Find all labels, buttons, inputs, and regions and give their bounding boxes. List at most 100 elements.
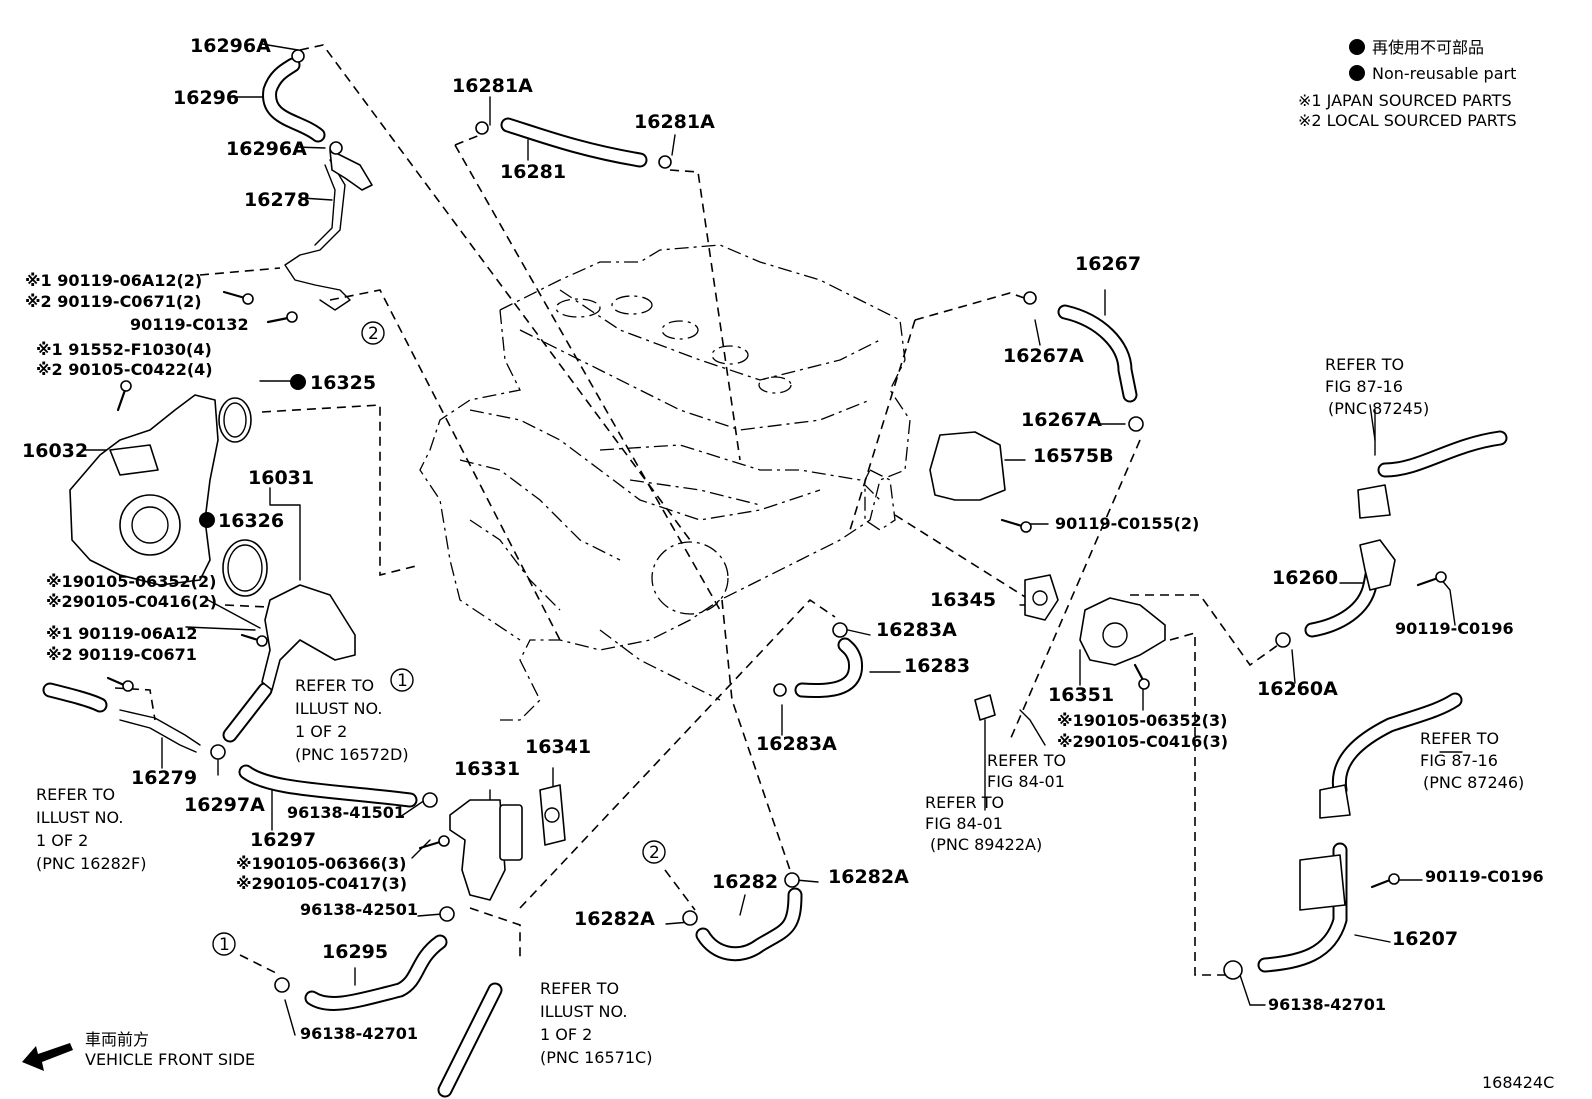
figure-code: 168424C <box>1482 1073 1554 1092</box>
part-label: 16260A <box>1257 678 1338 700</box>
legend-local-sourced: ※2 LOCAL SOURCED PARTS <box>1298 111 1517 130</box>
part-label: 16281A <box>452 75 533 97</box>
refer-line: (PNC 89422A) <box>930 835 1042 854</box>
part-label: 16282A <box>574 908 655 930</box>
part-label: ※1 91552-F1030(4) <box>36 340 212 359</box>
connector-lines <box>114 44 1286 976</box>
refer-line: (PNC 16572D) <box>295 745 409 764</box>
legend-japan-sourced: ※1 JAPAN SOURCED PARTS <box>1298 91 1512 110</box>
refer-line: REFER TO <box>295 676 374 695</box>
part-label: 96138-42701 <box>300 1024 418 1043</box>
refer-line: ILLUST NO. <box>36 808 123 827</box>
refer-line: (PNC 16571C) <box>540 1048 652 1067</box>
part-label: ※2 90105-C0422(4) <box>36 360 213 379</box>
part-label: 16267A <box>1021 409 1102 431</box>
engine-block-outline <box>419 244 911 721</box>
bolt-icon <box>116 380 132 412</box>
bolt-icon <box>1133 663 1150 690</box>
part-label: 16296A <box>190 35 271 57</box>
part-label: ※2 90119-C0671(2) <box>25 292 202 311</box>
bolt-icon <box>418 835 450 850</box>
part-label: ※290105-C0416(3) <box>1057 732 1228 751</box>
part-label: 90119-C0196 <box>1425 867 1544 886</box>
refer-line: 1 OF 2 <box>295 722 347 741</box>
part-label: 16279 <box>131 767 197 789</box>
part-label: ※1 90119-06A12 <box>46 624 197 643</box>
part-label: ※190105-06366(3) <box>236 854 406 873</box>
refer-line: 1 OF 2 <box>540 1025 592 1044</box>
refer-notes: REFER TO ILLUST NO. 1 OF 2 (PNC 16572D) … <box>36 355 1524 1067</box>
part-label: ※190105-06352(3) <box>1057 711 1227 730</box>
part-label: 16295 <box>322 941 388 963</box>
part-labels: 16296A 16296 16296A 16278 ※1 90119-06A12… <box>22 35 1544 1043</box>
refer-line: ILLUST NO. <box>295 699 382 718</box>
part-label: 16281A <box>634 111 715 133</box>
marker-2: 2 <box>649 843 660 863</box>
refer-line: REFER TO <box>1420 729 1499 748</box>
marker-1: 1 <box>219 935 230 955</box>
part-label: 16297 <box>250 829 316 851</box>
front-side-en: VEHICLE FRONT SIDE <box>85 1050 255 1069</box>
refer-line: REFER TO <box>540 979 619 998</box>
arrow-left-icon <box>22 1043 73 1071</box>
part-label: 90119-C0132 <box>130 315 249 334</box>
front-side-jp: 車両前方 <box>85 1030 149 1049</box>
part-label: 16297A <box>184 794 265 816</box>
non-reusable-dot-icon <box>290 374 306 390</box>
part-label: 16031 <box>248 467 314 489</box>
refer-line: FIG 87-16 <box>1325 377 1403 396</box>
part-label: 16267A <box>1003 345 1084 367</box>
part-label: 16351 <box>1048 684 1114 706</box>
part-label: ※2 90119-C0671 <box>46 645 197 664</box>
part-label: 16325 <box>310 372 376 394</box>
refer-line: REFER TO <box>1325 355 1404 374</box>
marker-2: 2 <box>368 324 379 344</box>
legend-non-reusable-jp: 再使用不可部品 <box>1372 38 1484 57</box>
part-label: ※190105-06352(2) <box>46 572 216 591</box>
hoses <box>42 57 1508 1098</box>
refer-line: FIG 84-01 <box>925 814 1003 833</box>
legend-non-reusable-en: Non-reusable part <box>1372 64 1516 83</box>
part-label: 16278 <box>244 189 310 211</box>
bolt-icon <box>1370 873 1400 889</box>
refer-line: (PNC 87245) <box>1328 399 1429 418</box>
refer-line: (PNC 87246) <box>1423 773 1524 792</box>
part-label: 90119-C0196 <box>1395 619 1514 638</box>
non-reusable-dot-icon <box>1349 39 1365 55</box>
part-label: 90119-C0155(2) <box>1055 514 1199 533</box>
part-label: 16283A <box>876 619 957 641</box>
refer-line: (PNC 16282F) <box>36 854 146 873</box>
part-label: 16207 <box>1392 928 1458 950</box>
bolt-icon <box>240 633 268 647</box>
part-label: 16032 <box>22 440 88 462</box>
part-label: 16282 <box>712 871 778 893</box>
refer-line: REFER TO <box>36 785 115 804</box>
vehicle-front-indicator: 車両前方 VEHICLE FRONT SIDE <box>22 1030 255 1071</box>
components <box>69 49 1447 993</box>
refer-line: REFER TO <box>925 793 1004 812</box>
circle-markers: 2 1 1 2 <box>212 321 666 956</box>
marker-1: 1 <box>397 671 408 691</box>
non-reusable-dot-icon <box>1349 65 1365 81</box>
part-label: 16296 <box>173 87 239 109</box>
part-label: 16283A <box>756 733 837 755</box>
part-label: 16283 <box>904 655 970 677</box>
part-label: 16331 <box>454 758 520 780</box>
part-label: 96138-42501 <box>300 900 418 919</box>
part-label: 16281 <box>500 161 566 183</box>
refer-line: REFER TO <box>987 751 1066 770</box>
part-label: 16260 <box>1272 567 1338 589</box>
bolt-icon <box>1416 571 1447 587</box>
non-reusable-dot-icon <box>199 512 215 528</box>
part-label: ※1 90119-06A12(2) <box>25 271 202 290</box>
bolt-icon <box>222 290 254 305</box>
part-label: 16326 <box>218 510 284 532</box>
refer-line: FIG 84-01 <box>987 772 1065 791</box>
bolt-icon <box>1000 518 1032 533</box>
part-label: 16345 <box>930 589 996 611</box>
part-label: 16575B <box>1033 445 1114 467</box>
part-label: ※290105-C0416(2) <box>46 592 217 611</box>
bolt-icon <box>266 311 298 324</box>
leader-lines <box>81 43 1463 1036</box>
part-label: 96138-41501 <box>287 803 405 822</box>
